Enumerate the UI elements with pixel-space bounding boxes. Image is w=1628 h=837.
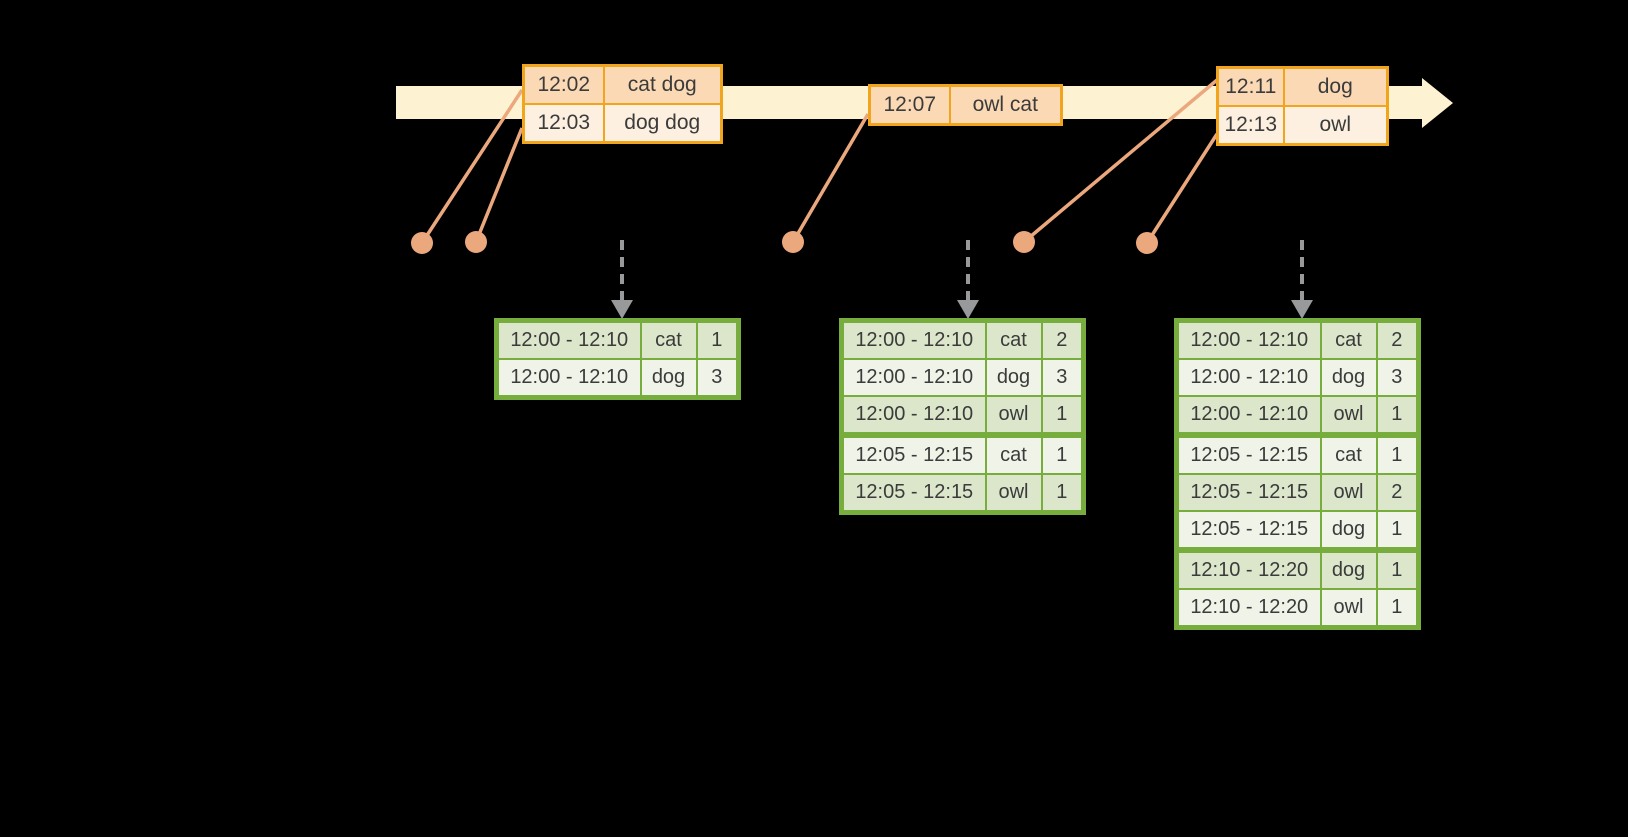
table-cell: 12:03 (522, 103, 605, 144)
table-cell: 12:05 - 12:15 (840, 432, 987, 475)
event-dot (1013, 231, 1035, 253)
table-cell: 1 (1375, 395, 1420, 436)
table-cell: owl (1319, 588, 1378, 629)
table-cell: 12:10 - 12:20 (1175, 547, 1322, 590)
table-cell: 1 (1040, 432, 1085, 475)
table-cell: 1 (1375, 588, 1420, 629)
event-dot (782, 231, 804, 253)
connector-line (1145, 133, 1219, 244)
table-cell: 2 (1040, 319, 1085, 360)
event-dot (411, 232, 433, 254)
connector-line (420, 89, 524, 244)
table-cell: dog (1319, 547, 1378, 590)
table-cell: 1 (1375, 547, 1420, 590)
table-cell: 12:05 - 12:15 (840, 473, 987, 514)
table-cell: dog dog (602, 103, 723, 144)
table-cell: cat (984, 432, 1043, 475)
table-cell: 12:00 - 12:10 (495, 319, 642, 360)
table-cell: cat dog (602, 64, 723, 105)
table-cell: cat (639, 319, 698, 360)
table-cell: 2 (1375, 319, 1420, 360)
table-cell: 12:11 (1216, 66, 1285, 107)
table-cell: cat (984, 319, 1043, 360)
table-cell: owl (984, 473, 1043, 514)
table-cell: 12:05 - 12:15 (1175, 473, 1322, 512)
table-cell: 1 (1375, 510, 1420, 551)
connector-line (791, 113, 870, 243)
trigger-arrowhead-icon (957, 300, 979, 319)
trigger-arrowhead-icon (611, 300, 633, 319)
table-cell: 1 (695, 319, 740, 360)
table-cell: 12:10 - 12:20 (1175, 588, 1322, 629)
table-cell: cat (1319, 432, 1378, 475)
table-cell: 3 (1375, 358, 1420, 397)
table-cell: 12:00 - 12:10 (1175, 395, 1322, 436)
table-cell: dog (984, 358, 1043, 397)
table-cell: cat (1319, 319, 1378, 360)
trigger-arrowhead-icon (1291, 300, 1313, 319)
table-cell: owl (1282, 105, 1389, 146)
table-cell: 12:00 - 12:10 (840, 319, 987, 360)
table-cell: dog (639, 358, 698, 399)
table-cell: 1 (1040, 395, 1085, 436)
table-cell: 12:07 (868, 84, 951, 126)
event-dot (465, 231, 487, 253)
table-cell: owl (984, 395, 1043, 436)
table-cell: 12:13 (1216, 105, 1285, 146)
table-cell: 12:00 - 12:10 (840, 358, 987, 397)
table-cell: 12:02 (522, 64, 605, 105)
table-cell: 12:00 - 12:10 (840, 395, 987, 436)
table-cell: 1 (1375, 432, 1420, 475)
table-cell: dog (1319, 358, 1378, 397)
connector-line (474, 127, 524, 243)
table-cell: dog (1282, 66, 1389, 107)
table-cell: 12:00 - 12:10 (1175, 319, 1322, 360)
table-cell: 2 (1375, 473, 1420, 512)
table-cell: dog (1319, 510, 1378, 551)
table-cell: 12:00 - 12:10 (1175, 358, 1322, 397)
table-cell: owl (1319, 395, 1378, 436)
table-cell: owl (1319, 473, 1378, 512)
table-cell: 1 (1040, 473, 1085, 514)
event-dot (1136, 232, 1158, 254)
connector-line (1022, 78, 1219, 244)
table-cell: 12:05 - 12:15 (1175, 510, 1322, 551)
table-cell: 12:05 - 12:15 (1175, 432, 1322, 475)
table-cell: 3 (1040, 358, 1085, 397)
table-cell: 3 (695, 358, 740, 399)
table-cell: owl cat (948, 84, 1063, 126)
table-cell: 12:00 - 12:10 (495, 358, 642, 399)
timeline-arrowhead-icon (1422, 78, 1453, 128)
